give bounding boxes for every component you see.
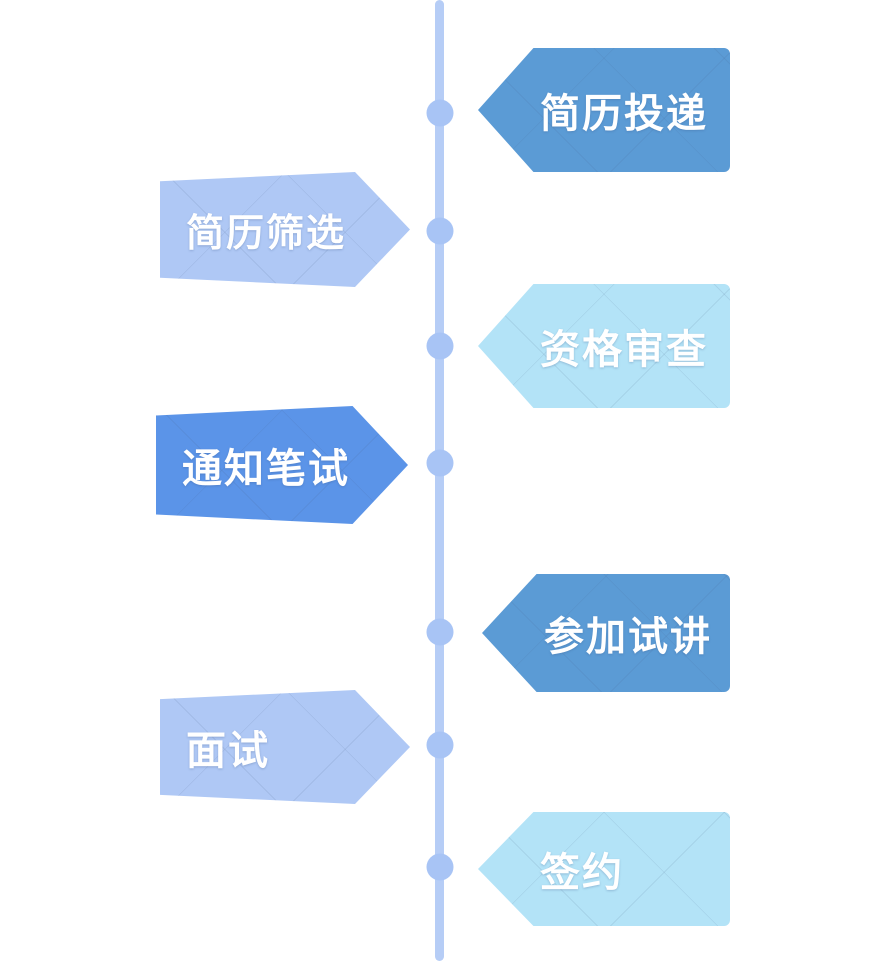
flow-step-4-chevron: [156, 406, 408, 524]
timeline-dot-6: [426, 731, 454, 759]
timeline-dot-7: [426, 853, 454, 881]
timeline-dot-4: [426, 449, 454, 477]
flow-step-4[interactable]: 通知笔试: [156, 406, 408, 524]
flow-step-6[interactable]: 面试: [160, 690, 410, 804]
flow-step-3-chevron: [478, 284, 730, 408]
timeline-spine: [435, 0, 444, 961]
flow-step-2[interactable]: 简历筛选: [160, 172, 410, 287]
flow-step-1-chevron: [478, 48, 730, 172]
timeline-dot-3: [426, 332, 454, 360]
timeline-dot-1: [426, 99, 454, 127]
flow-step-6-label: 面试: [186, 729, 270, 773]
flow-step-7-chevron: [478, 812, 730, 926]
flow-step-3[interactable]: 资格审查: [478, 284, 730, 408]
timeline-dot-2: [426, 217, 454, 245]
flow-step-7-label: 签约: [540, 851, 624, 895]
flow-step-5-chevron: [482, 574, 730, 692]
flow-step-5-label: 参加试讲: [544, 615, 712, 659]
flow-step-6-chevron: [160, 690, 410, 804]
flow-step-3-label: 资格审查: [540, 328, 708, 372]
flow-step-5[interactable]: 参加试讲: [482, 574, 730, 692]
flow-step-1[interactable]: 简历投递: [478, 48, 730, 172]
flow-step-2-label: 简历筛选: [186, 213, 347, 255]
flow-step-4-label: 通知笔试: [182, 447, 350, 491]
flow-step-1-label: 简历投递: [540, 92, 708, 136]
flow-step-2-chevron: [160, 172, 410, 287]
timeline-dot-5: [426, 618, 454, 646]
flow-step-7[interactable]: 签约: [478, 812, 730, 926]
